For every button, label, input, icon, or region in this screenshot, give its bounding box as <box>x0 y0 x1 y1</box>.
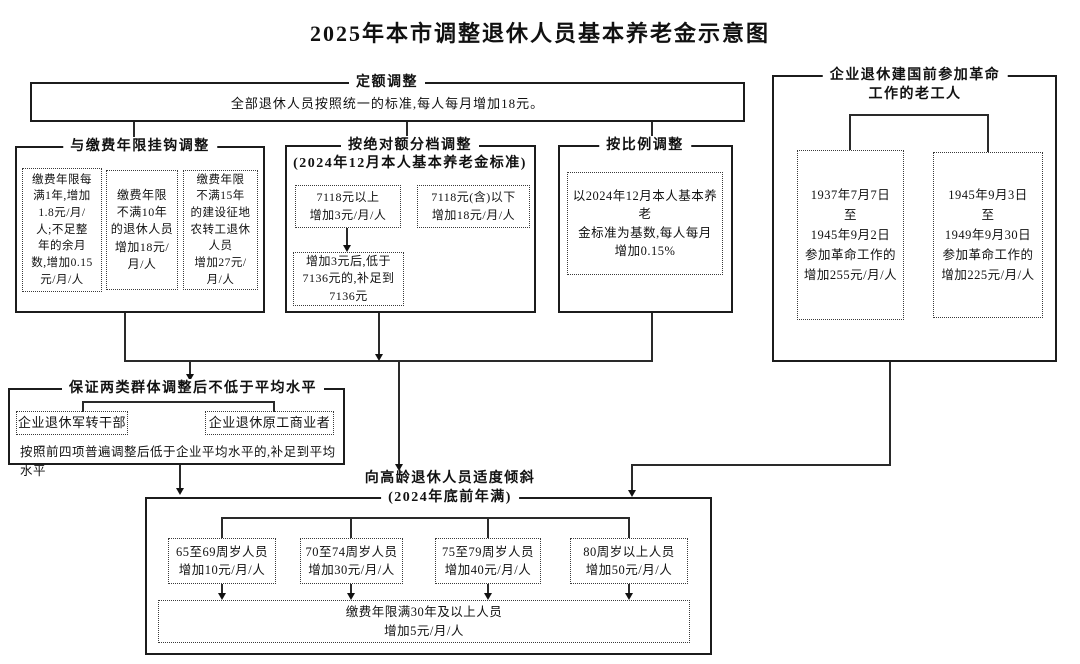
arrowhead-age2-to-bonus <box>347 593 355 600</box>
ratio-content-box: 以2024年12月本人基本养老 金标准为基数,每人每月 增加0.15% <box>567 172 723 275</box>
years-linked-item: 缴费年限 不满15年 的建设征地 农转工退休 人员 增加27元/ 月/人 <box>183 170 258 290</box>
tier-above-box: 7118元以上 增加3元/月/人 <box>295 185 401 228</box>
connector-tier-down <box>378 313 380 354</box>
years-linked-item: 缴费年限 不满10年 的退休人员 增加18元/ 月/人 <box>106 170 178 290</box>
connector-age1-to-bonus <box>221 584 223 593</box>
connector-guarantee-to-elderly <box>179 465 181 488</box>
arrowhead-age1-to-bonus <box>218 593 226 600</box>
elderly-label-line1: 向高龄退休人员适度倾斜 <box>364 471 536 486</box>
arrowhead-above-to-supplement <box>343 245 351 252</box>
arrowhead-veteran-to-elderly <box>628 490 636 497</box>
veteran-label-line1: 企业退休建国前参加革命 <box>822 66 1008 85</box>
years-linked-item: 缴费年限每 满1年,增加 1.8元/月/ 人;不足整 年的余月 数,增加0.15… <box>22 168 102 292</box>
connector-veteran-to-elderly <box>631 464 633 490</box>
connector-elderly-drop-4 <box>628 517 630 538</box>
connector-quota-to-years <box>133 122 135 139</box>
connector-guarantee-bracket <box>82 401 275 403</box>
arrowhead-tier-down <box>375 354 383 361</box>
arrowhead-age3-to-bonus <box>484 593 492 600</box>
connector-above-to-supplement <box>346 228 348 245</box>
elderly-bonus-box: 缴费年限满30年及以上人员 增加5元/月/人 <box>158 600 690 643</box>
connector-main-horizontal <box>124 360 653 362</box>
connector-to-elderly <box>398 362 400 464</box>
connector-to-guarantee <box>189 362 191 374</box>
tier-below-box: 7118元(含)以下 增加18元/月/人 <box>417 185 530 228</box>
veteran-item: 1945年9月3日 至 1949年9月30日 参加革命工作的 增加225元/月/… <box>933 152 1043 318</box>
guarantee-group-box: 企业退休军转干部 <box>16 411 128 435</box>
guarantee-label: 保证两类群体调整后不低于平均水平 <box>62 379 324 398</box>
connector-ratio-down <box>651 313 653 362</box>
connector-years-down <box>124 313 126 362</box>
connector-elderly-drop-1 <box>221 517 223 538</box>
connector-elderly-bracket <box>221 517 630 519</box>
veteran-label-line2: 工作的老工人 <box>868 87 962 102</box>
connector-elderly-drop-2 <box>350 517 352 538</box>
guarantee-group-box: 企业退休原工商业者 <box>205 411 334 435</box>
elderly-age-box: 80周岁以上人员 增加50元/月/人 <box>570 538 688 584</box>
connector-age3-to-bonus <box>487 584 489 593</box>
quota-adjustment-content: 全部退休人员按照统一的标准,每人每月增加18元。 <box>230 95 545 111</box>
arrowhead-to-guarantee <box>186 374 194 381</box>
connector-age4-to-bonus <box>628 584 630 593</box>
elderly-label-line2: (2024年底前年满) <box>381 488 519 507</box>
connector-veteran-bracket-left <box>849 114 851 150</box>
connector-guarantee-bracket-left <box>82 401 84 412</box>
ratio-label: 按比例调整 <box>599 136 691 155</box>
veteran-item: 1937年7月7日 至 1945年9月2日 参加革命工作的 增加255元/月/人 <box>797 150 904 320</box>
elderly-age-box: 70至74周岁人员 增加30元/月/人 <box>300 538 403 584</box>
connector-elderly-drop-3 <box>487 517 489 538</box>
elderly-age-box: 75至79周岁人员 增加40元/月/人 <box>435 538 541 584</box>
quota-adjustment-label: 定额调整 <box>349 73 425 92</box>
years-linked-label: 与缴费年限挂钩调整 <box>63 137 217 156</box>
connector-veteran-bracket <box>849 114 989 116</box>
connector-guarantee-bracket-right <box>273 401 275 412</box>
tier-supplement-box: 增加3元后,低于 7136元的,补足到 7136元 <box>293 252 404 306</box>
absolute-tier-sublabel: (2024年12月本人基本养老金标准) <box>293 156 527 171</box>
connector-age2-to-bonus <box>350 584 352 593</box>
elderly-age-box: 65至69周岁人员 增加10元/月/人 <box>168 538 276 584</box>
connector-veteran-down <box>889 362 891 466</box>
page-title: 2025年本市调整退休人员基本养老金示意图 <box>309 21 770 46</box>
connector-quota-to-ratio <box>651 122 653 139</box>
absolute-tier-label: 按绝对额分档调整 <box>341 136 479 155</box>
connector-quota-to-tier <box>406 122 408 139</box>
connector-veteran-horizontal <box>631 464 891 466</box>
arrowhead-to-elderly <box>395 464 403 471</box>
arrowhead-age4-to-bonus <box>625 593 633 600</box>
connector-veteran-bracket-right <box>987 114 989 152</box>
arrowhead-guarantee-to-elderly <box>176 488 184 495</box>
guarantee-note: 按照前四项普遍调整后低于企业平均水平的,补足到平均水平 <box>20 445 336 478</box>
